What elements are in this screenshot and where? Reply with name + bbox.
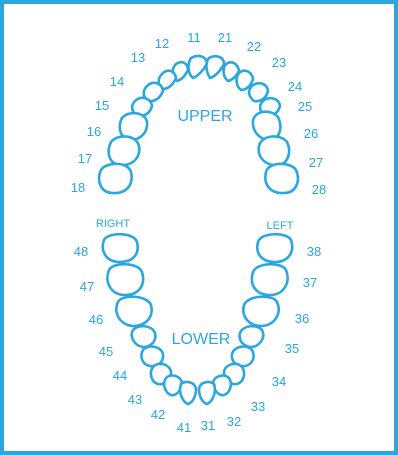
tooth-number-22: 22 (247, 39, 261, 54)
tooth-35[interactable] (240, 326, 264, 347)
tooth-number-41: 41 (177, 420, 191, 435)
tooth-number-36: 36 (295, 311, 309, 326)
tooth-number-33: 33 (251, 399, 265, 414)
tooth-number-44: 44 (113, 368, 127, 383)
tooth-45[interactable] (132, 326, 156, 347)
tooth-number-28: 28 (312, 182, 326, 197)
tooth-number-32: 32 (227, 414, 241, 429)
tooth-number-13: 13 (131, 50, 145, 65)
tooth-number-31: 31 (201, 418, 215, 433)
tooth-numbers: 11 12 13 14 15 16 17 18 21 22 23 24 25 2… (71, 30, 326, 435)
tooth-number-17: 17 (78, 151, 92, 166)
tooth-number-38: 38 (307, 244, 321, 259)
left-side-label: LEFT (267, 220, 294, 232)
tooth-number-48: 48 (74, 244, 88, 259)
tooth-number-35: 35 (285, 341, 299, 356)
tooth-number-42: 42 (151, 407, 165, 422)
upper-arch-label: UPPER (177, 108, 232, 125)
tooth-37[interactable] (252, 264, 288, 295)
tooth-28[interactable] (265, 164, 298, 193)
tooth-21[interactable] (206, 56, 224, 78)
tooth-47[interactable] (107, 264, 143, 295)
tooth-number-26: 26 (304, 126, 318, 141)
tooth-number-43: 43 (128, 392, 142, 407)
tooth-36[interactable] (243, 297, 278, 326)
tooth-number-12: 12 (155, 36, 169, 51)
tooth-number-45: 45 (99, 344, 113, 359)
tooth-number-27: 27 (309, 155, 323, 170)
tooth-38[interactable] (257, 234, 292, 262)
tooth-number-24: 24 (288, 79, 302, 94)
tooth-17[interactable] (109, 136, 140, 165)
tooth-11[interactable] (189, 56, 207, 78)
tooth-18[interactable] (99, 164, 132, 193)
tooth-number-16: 16 (87, 124, 101, 139)
tooth-48[interactable] (103, 234, 138, 262)
tooth-46[interactable] (116, 297, 151, 326)
tooth-31[interactable] (199, 382, 215, 404)
tooth-number-25: 25 (298, 99, 312, 114)
tooth-number-37: 37 (303, 275, 317, 290)
tooth-number-21: 21 (218, 30, 232, 45)
tooth-number-15: 15 (95, 98, 109, 113)
tooth-41[interactable] (180, 382, 196, 404)
tooth-number-18: 18 (71, 180, 85, 195)
tooth-number-23: 23 (272, 55, 286, 70)
tooth-number-11: 11 (187, 30, 201, 45)
tooth-27[interactable] (259, 136, 289, 165)
tooth-number-46: 46 (89, 312, 103, 327)
lower-arch-label: LOWER (172, 331, 231, 348)
tooth-number-14: 14 (110, 74, 124, 89)
tooth-number-47: 47 (80, 279, 94, 294)
tooth-number-34: 34 (272, 374, 286, 389)
right-side-label: RIGHT (96, 218, 131, 230)
